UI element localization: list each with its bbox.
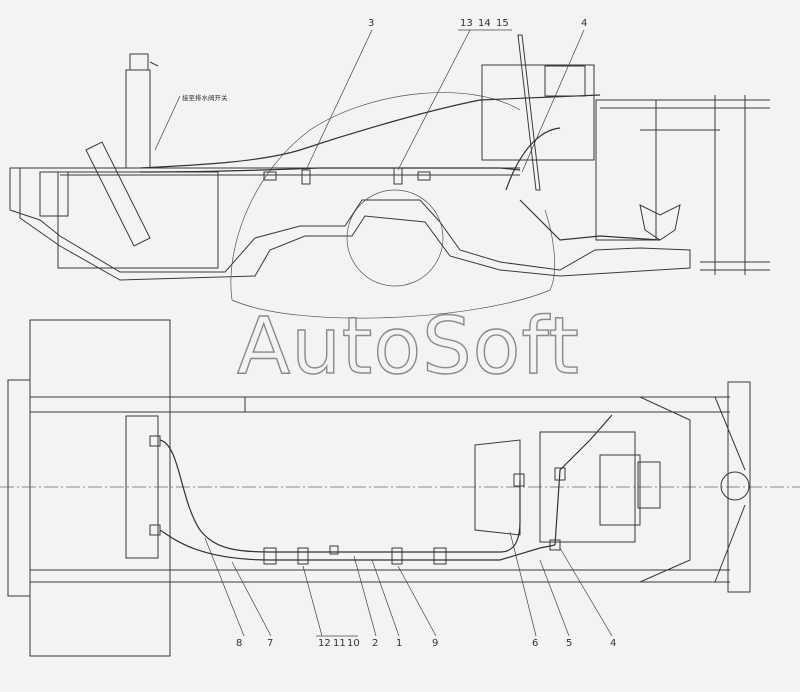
- note-leader: [154, 95, 181, 151]
- tank-end-cap: [39, 171, 69, 217]
- stack-spout: [149, 61, 159, 67]
- slanted-tube: [85, 141, 151, 247]
- callout-2: 2: [372, 638, 378, 649]
- side-fittings: [263, 167, 431, 185]
- leader-1: [371, 559, 400, 637]
- feed-pipe: [505, 127, 561, 191]
- callout-10: 10: [347, 638, 360, 649]
- callout-11: 11: [333, 638, 346, 649]
- leader-2: [353, 555, 377, 637]
- leader-4-top: [521, 29, 585, 173]
- exhaust-stack: [125, 69, 151, 169]
- engine-end-box: [637, 461, 661, 509]
- leader-8: [204, 537, 245, 637]
- callout-1: 1: [396, 638, 402, 649]
- vertical-pipe: [517, 34, 541, 191]
- rear-crossmember: [639, 396, 691, 583]
- leader-4-bottom: [559, 547, 613, 637]
- plan-fittings: [149, 435, 566, 565]
- leader-12-10: [302, 565, 323, 637]
- leader-9: [397, 565, 437, 637]
- watermark: AutoSoft: [237, 302, 580, 392]
- engine-plan: [539, 431, 636, 543]
- front-bumper: [7, 379, 31, 597]
- body-arc-lower: [231, 209, 556, 319]
- side-view: 接至排水阀开关 3 13 14 15 4: [9, 18, 770, 319]
- rear-end-plate: [727, 381, 751, 593]
- upper-pipe: [139, 94, 601, 169]
- rear-brace-2: [714, 504, 746, 583]
- pipe-run-c: [554, 414, 613, 546]
- callout-6: 6: [532, 638, 538, 649]
- wheel-circle: [346, 189, 444, 287]
- callout-12: 12: [318, 638, 331, 649]
- plan-view: 8 7 12 11 10 2 1 9 6 5 4: [0, 319, 800, 657]
- pipe-run-a: [159, 439, 521, 553]
- callout-9: 9: [432, 638, 438, 649]
- callout-4-bottom: 4: [610, 638, 616, 649]
- engine-block: [481, 64, 595, 161]
- body-arc: [230, 92, 521, 301]
- leader-3: [305, 29, 373, 171]
- leader-5: [539, 559, 570, 637]
- cab-block: [29, 319, 171, 657]
- leader-6: [509, 531, 537, 637]
- callout-8: 8: [236, 638, 242, 649]
- callout-4-top: 4: [581, 18, 587, 29]
- leader-7: [231, 561, 272, 637]
- bell-housing: [474, 439, 521, 536]
- transmission-housing: [595, 99, 657, 241]
- leader-13-15: [397, 29, 471, 171]
- chassis-outline: [9, 167, 691, 281]
- engine-side-box: [599, 454, 641, 526]
- callout-7: 7: [267, 638, 273, 649]
- return-pipe: [519, 199, 661, 241]
- callout-5: 5: [566, 638, 572, 649]
- stack-cap: [129, 53, 149, 71]
- callout-3: 3: [368, 18, 374, 29]
- tank-plate: [125, 415, 159, 559]
- callout-13: 13: [460, 18, 473, 29]
- mid-pipe: [139, 167, 521, 173]
- pipe-run-b: [159, 529, 556, 561]
- callout-15: 15: [496, 18, 509, 29]
- fuel-tank: [57, 171, 219, 269]
- drain-valve-note: 接至排水阀开关: [182, 93, 228, 102]
- clamp-bracket: [639, 204, 681, 241]
- callout-14: 14: [478, 18, 491, 29]
- engine-top-unit: [544, 65, 586, 97]
- tow-hitch: [720, 471, 750, 501]
- rear-brace-1: [714, 396, 746, 471]
